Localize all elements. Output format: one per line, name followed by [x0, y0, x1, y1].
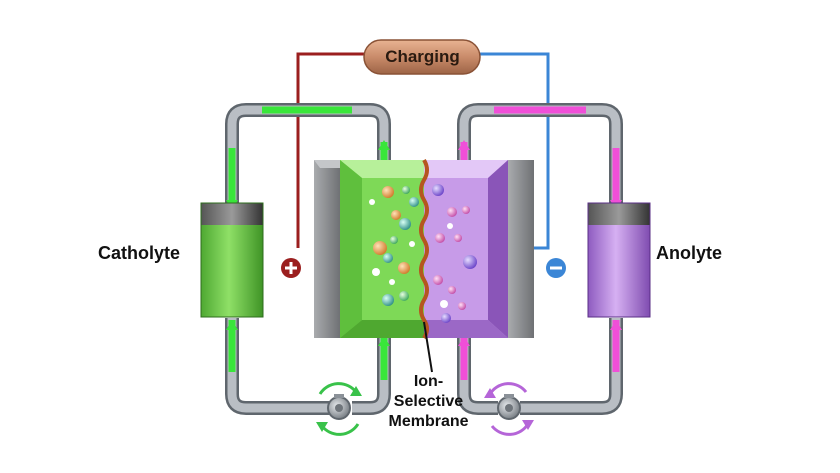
negative-wire	[480, 52, 550, 250]
anolyte-particles	[432, 184, 477, 323]
anolyte-tank	[587, 202, 651, 318]
positive-wire	[296, 52, 366, 248]
positive-electrode	[314, 160, 346, 338]
catholyte-tank	[200, 202, 264, 318]
negative-electrode	[508, 160, 534, 338]
plus-terminal-icon	[281, 258, 301, 278]
pump-icon	[327, 394, 351, 420]
rotation-arrows-icon	[316, 382, 362, 436]
membrane-pointer	[423, 321, 433, 373]
membrane-label-line-2: Selective	[393, 393, 464, 410]
charging-label: Charging	[385, 47, 460, 66]
membrane-label-line-3: Membrane	[388, 413, 469, 430]
minus-terminal-icon	[546, 258, 566, 278]
anolyte-half-cell	[424, 160, 508, 338]
membrane-label: Ion- Selective Membrane	[376, 372, 481, 432]
anolyte-label: Anolyte	[656, 243, 723, 263]
rotation-arrows-icon	[484, 382, 534, 436]
catholyte-particles	[369, 186, 419, 306]
charging-indicator	[363, 39, 481, 75]
anolyte-pipe-loop	[457, 103, 623, 415]
catholyte-label: Catholyte	[98, 243, 181, 263]
membrane-label-line-1: Ion-	[413, 373, 444, 390]
ion-selective-membrane	[419, 158, 429, 340]
pump-icon	[497, 394, 521, 420]
